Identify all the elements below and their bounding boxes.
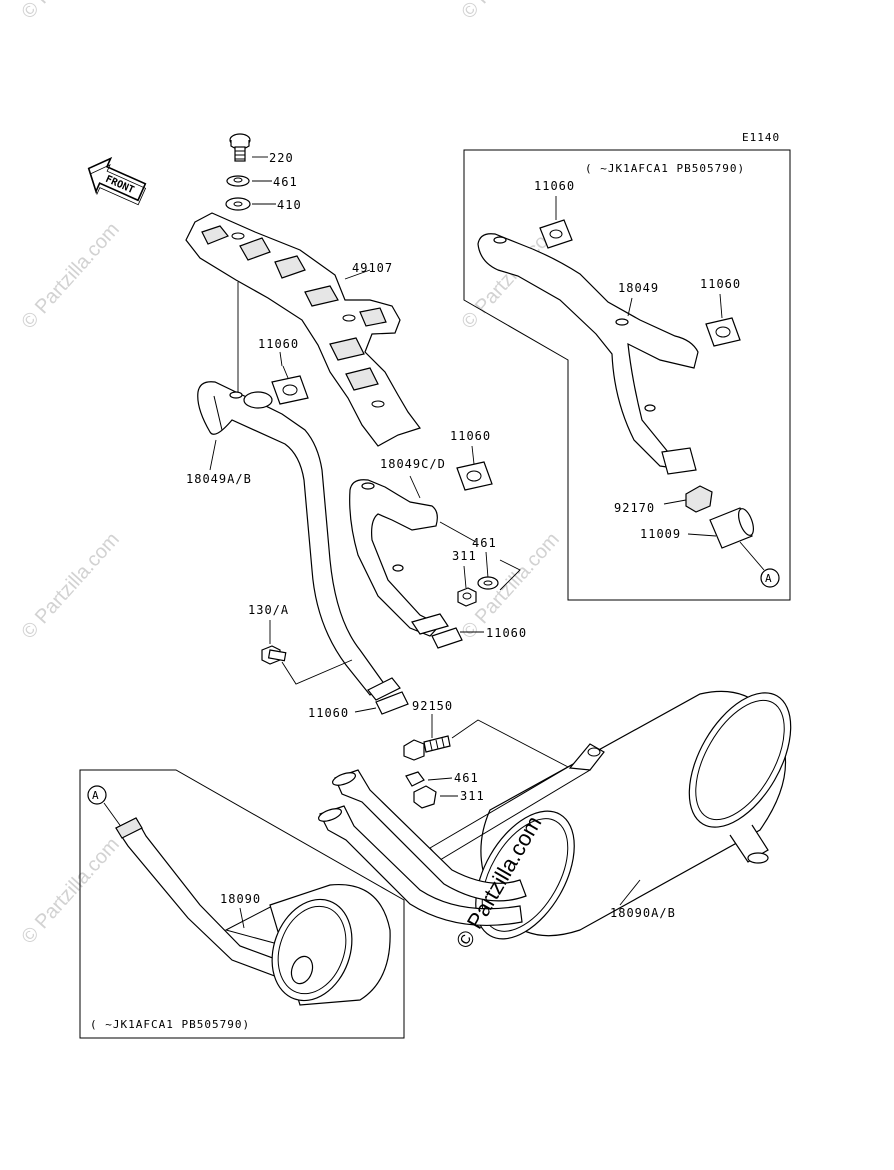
callout-a-lower-label: A — [92, 789, 100, 802]
heat-shield-49107 — [185, 212, 421, 447]
muffler-18090 — [115, 817, 391, 1006]
gasket-11060-a — [271, 375, 309, 405]
exhaust-pipe-18049ab — [197, 381, 401, 701]
inset-note-upper: ( ~JK1AFCA1 PB505790) — [585, 162, 745, 175]
gasket-11060-b — [456, 461, 493, 491]
exhaust-pipe-18049cd — [349, 479, 449, 637]
label-49107: 49107 — [352, 261, 393, 275]
label-11060-b: 11060 — [450, 429, 491, 443]
muffler-18090ab — [317, 690, 792, 940]
watermark: © Partzilla.com — [457, 0, 564, 23]
clamp-92170 — [685, 485, 713, 513]
label-11060-box1: 11060 — [534, 179, 575, 193]
nut-311-low — [413, 785, 437, 809]
callout-a-upper: A — [760, 568, 780, 588]
label-11009: 11009 — [640, 527, 681, 541]
label-11060-box2: 11060 — [700, 277, 741, 291]
gasket-11060-box1 — [539, 219, 573, 249]
watermark: © Partzilla.com — [17, 528, 124, 643]
gasket-11060-d — [375, 691, 409, 715]
callout-a-lower: A — [87, 785, 107, 805]
washer-461-mid — [477, 576, 499, 590]
inset-box-lower: ( ~JK1AFCA1 PB505790) A 18090 — [79, 769, 405, 1039]
exhaust-pipe-18049 — [477, 233, 699, 475]
label-18090: 18090 — [220, 892, 261, 906]
label-11060-c: 11060 — [486, 626, 527, 640]
label-18049ab: 18049A/B — [186, 472, 252, 486]
watermark: © Partzilla.com — [17, 218, 124, 333]
bolt-130a — [261, 645, 287, 665]
bolt-220 — [229, 133, 251, 162]
label-461-mid: 461 — [472, 536, 497, 550]
inset-note-lower: ( ~JK1AFCA1 PB505790) — [90, 1018, 250, 1031]
label-461: 461 — [273, 175, 298, 189]
label-18049: 18049 — [618, 281, 659, 295]
label-92170: 92170 — [614, 501, 655, 515]
label-92150: 92150 — [412, 699, 453, 713]
label-11060-a: 11060 — [258, 337, 299, 351]
front-arrow-icon: FRONT — [87, 156, 147, 206]
gasket-11060-c — [431, 627, 463, 649]
label-311-low: 311 — [460, 789, 485, 803]
label-11060-d: 11060 — [308, 706, 349, 720]
label-410: 410 — [277, 198, 302, 212]
washer-461-low — [405, 771, 425, 787]
label-461-low: 461 — [454, 771, 479, 785]
bolt-92150 — [403, 735, 451, 761]
label-220: 220 — [269, 151, 294, 165]
sleeve-11009 — [709, 507, 754, 549]
diagram-code: E1140 — [742, 131, 780, 144]
gasket-11060-box2 — [705, 317, 741, 347]
inset-box-upper: ( ~JK1AFCA1 PB505790) 11060 18049 11060 — [463, 149, 791, 601]
watermark: © Partzilla.com — [17, 833, 124, 948]
label-18049cd: 18049C/D — [380, 457, 446, 471]
washer-410 — [225, 197, 251, 211]
washer-461-top — [226, 175, 250, 187]
callout-a-upper-label: A — [765, 572, 773, 585]
nut-311-mid — [457, 587, 477, 607]
label-311-mid: 311 — [452, 549, 477, 563]
watermark: © Partzilla.com — [17, 0, 124, 23]
label-18090ab: 18090A/B — [610, 906, 676, 920]
label-130a: 130/A — [248, 603, 289, 617]
